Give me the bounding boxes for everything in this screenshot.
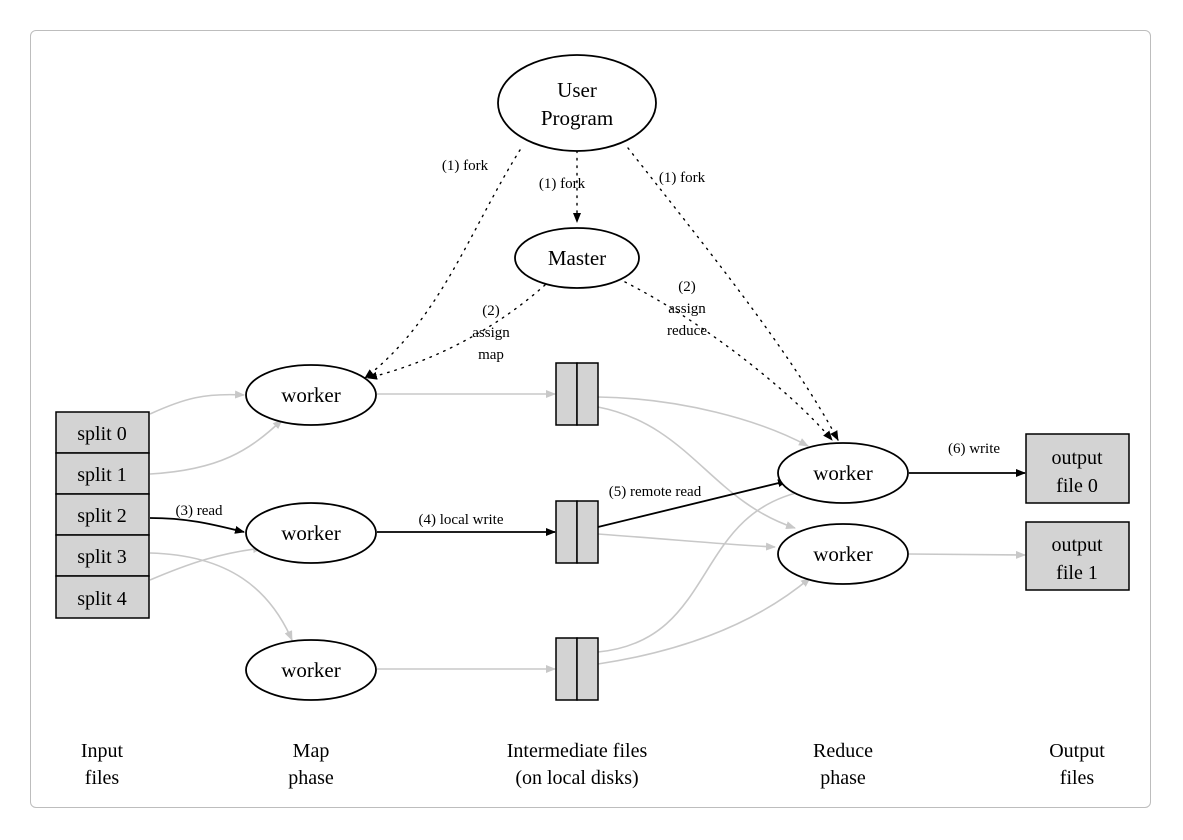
master-node: Master: [514, 227, 640, 289]
reduce-worker-1-shape: [777, 442, 909, 504]
intermediate-file-3-right: [576, 637, 599, 701]
control-edges: [364, 147, 839, 441]
output-file-1-label-line2: file 1: [1056, 562, 1098, 584]
map-worker-2-label: worker: [281, 521, 340, 545]
edge-master-assign-reduce: [624, 281, 833, 441]
edge-file3-to-reduce1: [597, 487, 811, 653]
master-label: Master: [548, 246, 606, 270]
output-file-1-label-line1: output: [1051, 534, 1103, 556]
reduce-phase-label-line1: Reduce: [813, 740, 873, 762]
assign-reduce-label-line3: reduce: [667, 323, 707, 339]
intermediate-files: [555, 362, 599, 701]
split-3-label: split 3: [77, 546, 126, 568]
edge-split1-to-worker1: [149, 419, 283, 475]
edge-split3-to-worker3: [149, 552, 293, 641]
intermediate-files-label-line1: Intermediate files: [507, 740, 648, 762]
active-edges: [149, 469, 1026, 536]
map-worker-1: worker: [245, 364, 377, 426]
user-program-label-line1: User: [557, 78, 597, 102]
assign-map-label-line2: assign: [472, 325, 510, 341]
write-label: (6) write: [948, 441, 1000, 457]
assign-map-label-line3: map: [478, 347, 504, 363]
output-file-0-label-line1: output: [1051, 447, 1103, 469]
fork-left-label: (1) fork: [442, 158, 489, 174]
output-files-label-line2: files: [1060, 767, 1095, 789]
output-files-label-line1: Output: [1049, 740, 1105, 762]
assign-map-label-line1: (2): [482, 303, 500, 319]
edge-file3-to-reduce2: [597, 577, 811, 665]
edge-remote-read: [597, 479, 788, 528]
fork-center-label: (1) fork: [539, 176, 586, 192]
inactive-edges: [149, 390, 1026, 673]
map-worker-2-shape: [245, 502, 377, 564]
split-4-label: split 4: [77, 588, 126, 610]
user-program-shape: [497, 54, 657, 152]
map-worker-1-shape: [245, 364, 377, 426]
edge-fork-to-map-worker: [364, 149, 521, 379]
split-0-label: split 0: [77, 423, 126, 445]
output-file-1: output file 1: [1025, 521, 1130, 591]
split-1-label: split 1: [77, 464, 126, 486]
local-write-label: (4) local write: [419, 512, 504, 528]
map-phase-label-line2: phase: [288, 767, 334, 789]
output-file-0: output file 0: [1025, 433, 1130, 504]
output-file-1-box: [1025, 521, 1130, 591]
input-files-label-line2: files: [85, 767, 120, 789]
edge-reduce2-to-output1: [908, 550, 1026, 559]
intermediate-file-1-left: [555, 362, 578, 426]
column-labels: Input files Map phase Intermediate files…: [81, 740, 1105, 789]
intermediate-file-2-left: [555, 500, 578, 564]
edge-master-assign-map: [367, 284, 546, 380]
user-program-node: User Program: [497, 54, 657, 152]
map-worker-3-shape: [245, 639, 377, 701]
map-worker-1-label: worker: [281, 383, 340, 407]
assign-reduce-label-line2: assign: [668, 301, 706, 317]
fork-right-label: (1) fork: [659, 170, 706, 186]
output-file-0-label-line2: file 0: [1056, 475, 1098, 497]
input-splits: [55, 411, 150, 619]
intermediate-file-1-right: [576, 362, 599, 426]
edge-fork-to-reduce-worker: [627, 147, 839, 441]
intermediate-file-1: [555, 362, 599, 426]
reduce-worker-1-label: worker: [813, 461, 872, 485]
remote-read-label: (5) remote read: [609, 484, 702, 500]
split-4-box: [55, 575, 150, 619]
reduce-worker-1: worker: [777, 442, 909, 504]
intermediate-files-label-line2: (on local disks): [515, 767, 638, 789]
input-files-label-line1: Input: [81, 740, 124, 762]
split-0-box: [55, 411, 150, 454]
edge-split4-to-worker2: [149, 545, 263, 581]
intermediate-file-2-right: [576, 500, 599, 564]
reduce-worker-2: worker: [777, 523, 909, 585]
map-worker-3-label: worker: [281, 658, 340, 682]
output-file-0-box: [1025, 433, 1130, 504]
edge-file2-to-reduce2: [597, 533, 776, 551]
user-program-label-line2: Program: [541, 106, 613, 130]
reduce-phase-label-line2: phase: [820, 767, 866, 789]
intermediate-file-2: [555, 500, 599, 564]
read-label: (3) read: [175, 503, 223, 519]
master-shape: [514, 227, 640, 289]
map-phase-label-line1: Map: [293, 740, 330, 762]
split-3-box: [55, 534, 150, 577]
intermediate-file-3: [555, 637, 599, 701]
reduce-worker-2-label: worker: [813, 542, 872, 566]
intermediate-file-3-left: [555, 637, 578, 701]
edge-read: [149, 517, 245, 534]
edge-labels: (1) fork (1) fork (1) fork (2) assign ma…: [175, 158, 1000, 528]
edge-file1-to-reduce1: [597, 396, 809, 447]
map-worker-3: worker: [245, 639, 377, 701]
split-2-label: split 2: [77, 505, 126, 527]
edge-file1-to-reduce2: [597, 406, 796, 529]
split-2-box: [55, 493, 150, 536]
reduce-worker-2-shape: [777, 523, 909, 585]
edge-split0-to-worker1: [149, 390, 245, 415]
map-worker-2: worker: [245, 502, 377, 564]
assign-reduce-label-line1: (2): [678, 279, 696, 295]
